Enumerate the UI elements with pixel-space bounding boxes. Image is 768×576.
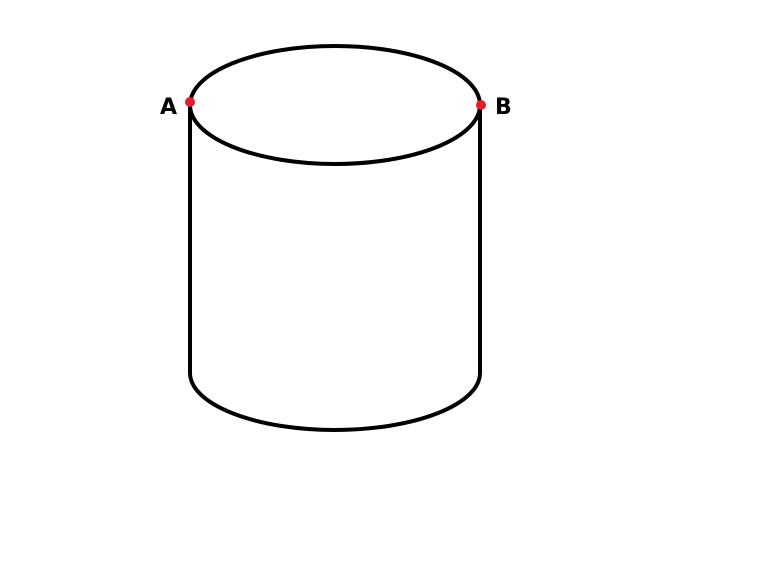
point-a-label: A	[160, 95, 177, 120]
cylinder-bottom-arc	[188, 371, 482, 432]
point-a-marker	[185, 97, 195, 107]
point-b-marker	[476, 100, 486, 110]
point-b-label: B	[495, 95, 512, 120]
cylinder-top-ellipse	[188, 44, 482, 166]
